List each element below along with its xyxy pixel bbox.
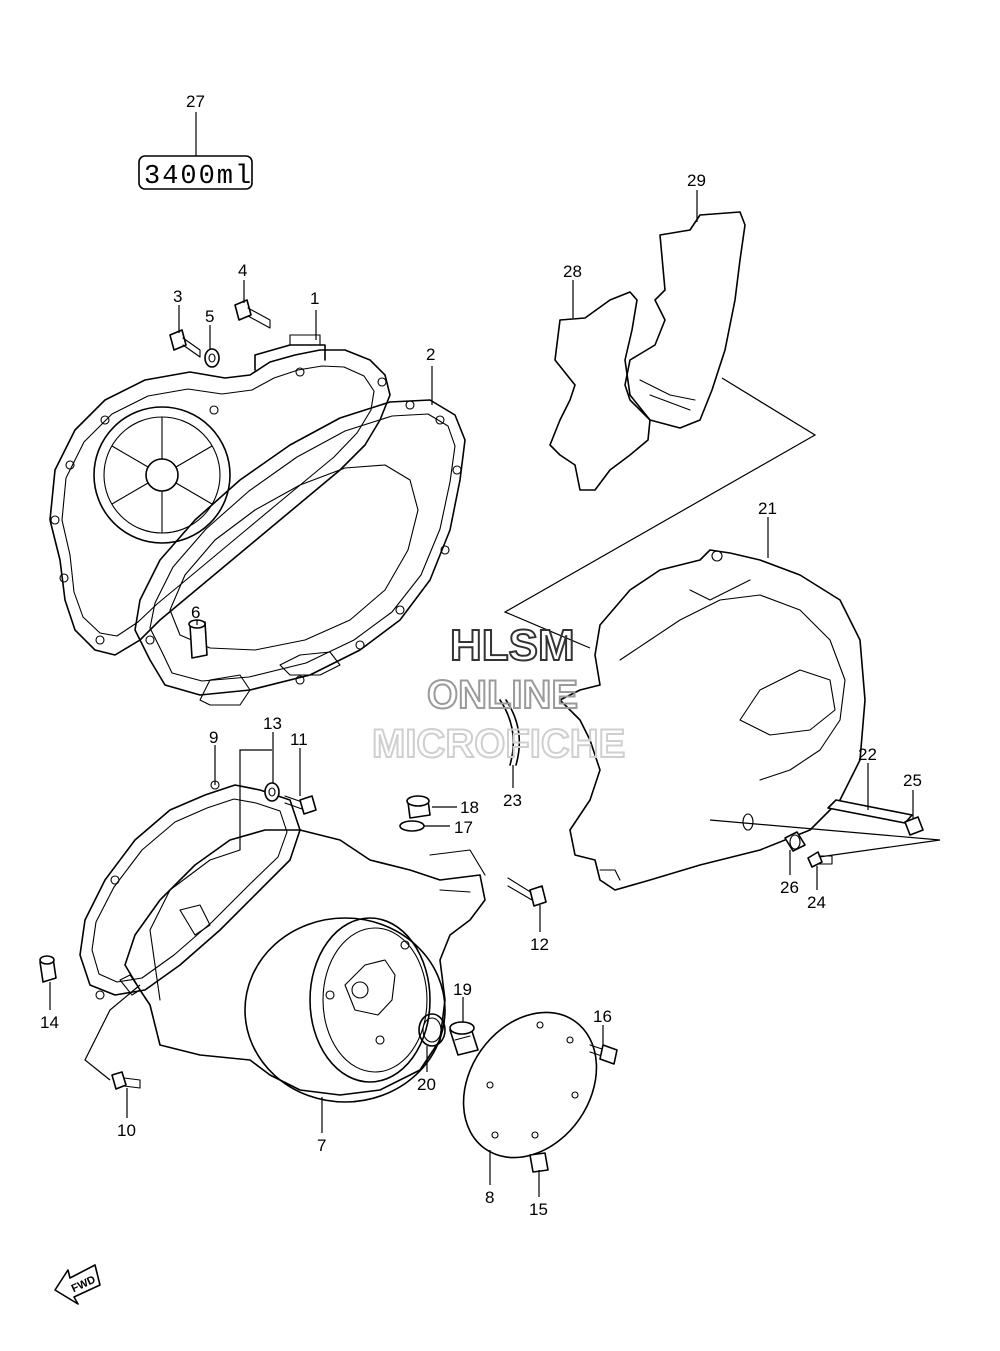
callout-6: 6 [191, 603, 200, 622]
callout-28: 28 [563, 262, 582, 281]
callout-15: 15 [529, 1200, 548, 1219]
callout-21: 21 [758, 499, 777, 518]
gasket-9 [79, 780, 301, 1000]
callout-25: 25 [903, 771, 922, 790]
callout-5: 5 [205, 307, 214, 326]
callout-26: 26 [780, 878, 799, 897]
bolt-4 [234, 299, 271, 329]
capacity-text: 3400ml [144, 162, 253, 192]
stud-22 [827, 799, 913, 824]
callout-1: 1 [310, 289, 319, 308]
washer-5 [204, 348, 220, 368]
gasket-2 [134, 399, 466, 706]
callout-20: 20 [417, 1075, 436, 1094]
callout-9: 9 [209, 728, 218, 747]
watermark-line-1: HLSM [450, 621, 575, 670]
clip-23 [499, 699, 521, 766]
washer-13 [264, 782, 280, 802]
dowel-pin-14 [39, 955, 57, 983]
callout-23: 23 [503, 791, 522, 810]
nut-25 [904, 816, 924, 836]
callout-18: 18 [460, 798, 479, 817]
callout-19: 19 [453, 980, 472, 999]
bolt-16 [589, 1044, 618, 1065]
callout-8: 8 [485, 1188, 494, 1207]
gasket-28 [549, 291, 651, 491]
watermark: HLSM ONLINE MICROFICHE [371, 620, 626, 767]
forward-arrow-icon: FWD [54, 1264, 101, 1305]
bolt-12 [507, 877, 547, 907]
o-ring-17 [399, 820, 425, 832]
callout-3: 3 [173, 287, 182, 306]
watermark-line-2: ONLINE [427, 673, 578, 717]
callout-17: 17 [454, 818, 473, 837]
bolt-24 [807, 851, 833, 868]
cover-21 [559, 549, 866, 891]
callout-29: 29 [687, 171, 706, 190]
callout-2: 2 [426, 345, 435, 364]
dowel-pin-6 [188, 619, 208, 659]
bolt-11 [284, 795, 317, 815]
callout-27: 27 [186, 92, 205, 111]
callout-12: 12 [530, 935, 549, 954]
bolt-10 [111, 1071, 141, 1090]
callout-11: 11 [290, 730, 308, 749]
callout-16: 16 [593, 1007, 612, 1026]
callout-10: 10 [117, 1121, 136, 1140]
callout-7: 7 [317, 1136, 326, 1155]
bolt-3 [169, 329, 201, 358]
plug-18 [406, 795, 431, 819]
callout-22: 22 [858, 745, 877, 764]
gasket-29 [624, 211, 746, 429]
clutch-cover-1 [49, 334, 391, 656]
callout-24: 24 [807, 893, 826, 912]
plug-19 [449, 1021, 479, 1056]
callout-13: 13 [263, 714, 282, 733]
cover-7 [119, 829, 486, 1103]
grommet-26 [784, 831, 806, 852]
o-ring-20 [418, 1013, 446, 1047]
capacity-label-27: 3400ml [138, 112, 253, 192]
callout-14: 14 [40, 1013, 59, 1032]
bolt-15 [529, 1152, 549, 1173]
callout-4: 4 [238, 261, 247, 280]
watermark-line-3: MICROFICHE [372, 722, 625, 766]
cover-8 [462, 1011, 598, 1159]
